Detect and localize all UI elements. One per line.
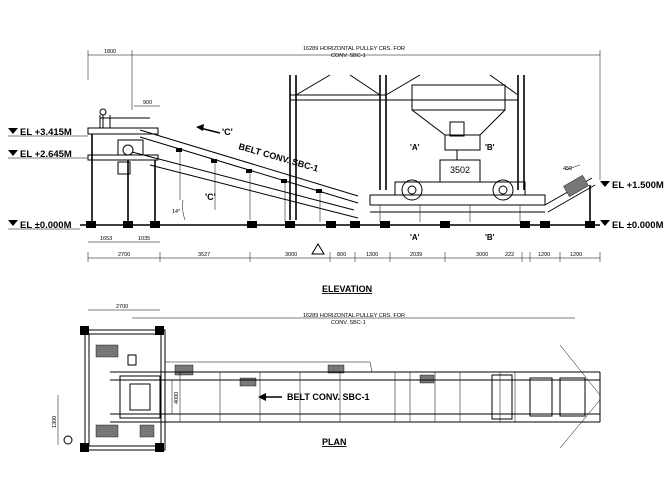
- level-el-2645: EL +2.645M: [20, 149, 72, 160]
- elevation-conveyor-label: BELT CONV. SBC-1: [237, 141, 319, 173]
- bottom-dim-3000b: 3000: [476, 252, 488, 258]
- level-el-0-right: EL ±0.000M: [612, 220, 664, 231]
- arrow-c-bottom-label: 'C': [205, 192, 216, 202]
- dim-450: 450: [563, 166, 572, 172]
- bottom-dim-2039: 2039: [410, 252, 422, 258]
- plan-note-line2: CONV. SBC-1: [331, 320, 366, 326]
- bottom-dim-3527: 3527: [198, 252, 210, 258]
- plan-conveyor-label: BELT CONV. SBC-1: [287, 392, 370, 402]
- arrow-a-bottom-label: 'A': [410, 233, 420, 242]
- bottom-dim-1200b: 1200: [570, 252, 582, 258]
- arrow-b-bottom-label: 'B': [485, 233, 495, 242]
- angle-14: 14°: [172, 209, 180, 215]
- feeder-platform: [87, 108, 159, 222]
- bottom-dim-3000a: 3000: [285, 252, 297, 258]
- top-note-line2: CONV. SBC-1: [331, 53, 366, 59]
- dim-900: 900: [143, 100, 152, 106]
- level-markers: EL +3.415M EL +2.645M EL ±0.000M EL +1.5…: [8, 127, 664, 231]
- inclined-conveyor: BELT CONV. SBC-1 'C' 'C' 14°: [131, 124, 359, 222]
- hopper-frame: [289, 74, 525, 220]
- dim-1800: 1800: [104, 49, 116, 55]
- bottom-dim-2700: 2700: [118, 252, 130, 258]
- rail-carriage: 'A' 'B' 'A' 'B': [369, 143, 546, 242]
- warning-triangle-icon: [311, 243, 325, 255]
- grating-panels: [95, 344, 435, 438]
- level-el-0-left: EL ±0.000M: [20, 220, 72, 231]
- bottom-dim-800: 800: [337, 252, 346, 258]
- plan-note-line1: 16289 HORIZONTAL PULLEY CRS. FOR: [303, 313, 405, 319]
- bottom-dim-222: 222: [505, 252, 514, 258]
- level-el-1500: EL +1.500M: [612, 180, 664, 191]
- idlers: [179, 372, 516, 422]
- bottom-dim-1200a: 1200: [538, 252, 550, 258]
- plan-view: 2700 16289 HORIZONTAL PULLEY CRS. FOR CO…: [52, 304, 601, 452]
- sub-dim-1035: 1035: [138, 236, 150, 242]
- plan-dim-2700: 2700: [116, 304, 128, 310]
- plan-title: PLAN: [322, 437, 347, 447]
- plan-dim-1300: 1300: [52, 416, 58, 428]
- hopper-dim-3502: 3502: [450, 165, 470, 175]
- tail-section: 450: [544, 164, 596, 222]
- elevation-view: 1800 16289 HORIZONTAL PULLEY CRS. FOR CO…: [8, 46, 664, 294]
- top-note-line1: 16289 HORIZONTAL PULLEY CRS. FOR: [303, 46, 405, 52]
- arrow-b-top-label: 'B': [485, 143, 495, 152]
- footings: [86, 221, 595, 228]
- sub-dim-1653: 1653: [100, 236, 112, 242]
- arrow-c-top-label: 'C': [222, 127, 233, 137]
- plan-width-4000: 4000: [174, 392, 180, 404]
- elevation-title: ELEVATION: [322, 284, 372, 294]
- level-el-3415: EL +3.415M: [20, 127, 72, 138]
- bottom-dim-1300: 1300: [366, 252, 378, 258]
- arrow-a-top-label: 'A': [410, 143, 420, 152]
- reference-circle-icon: [63, 435, 73, 445]
